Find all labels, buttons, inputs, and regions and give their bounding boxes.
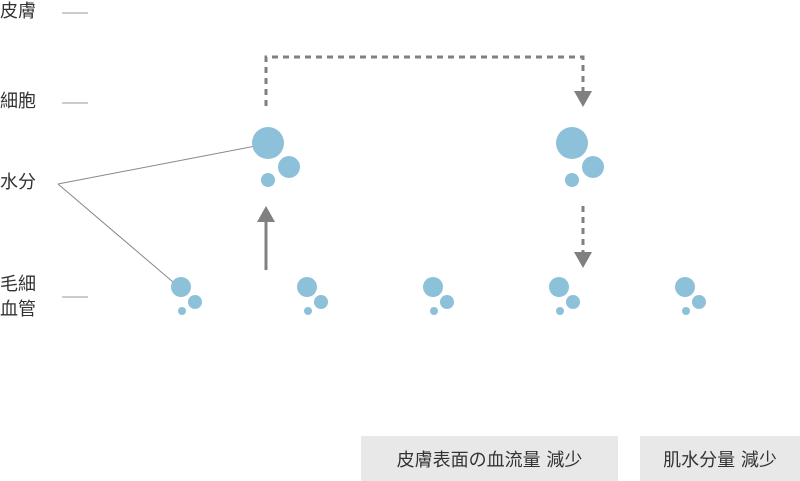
- droplet: [565, 173, 579, 187]
- arrow-up-solid: [257, 206, 275, 270]
- capillary-droplets-4: [549, 277, 580, 315]
- droplet: [304, 307, 312, 315]
- droplet: [582, 156, 604, 178]
- droplet: [278, 156, 300, 178]
- capillary-droplets-5: [675, 277, 706, 315]
- droplet: [556, 127, 588, 159]
- caption-skin-water-text: 肌水分量 減少: [663, 449, 777, 471]
- label-cell: 細胞: [0, 91, 36, 112]
- water-leader-to-capillary: [57, 183, 181, 289]
- capillary-droplets-2: [297, 277, 328, 315]
- droplet: [261, 173, 275, 187]
- label-water: 水分: [0, 172, 36, 193]
- caption-surface-blood-flow-text: 皮膚表面の血流量 減少: [396, 449, 583, 471]
- droplet: [178, 307, 186, 315]
- droplet: [171, 277, 191, 297]
- droplet: [423, 277, 443, 297]
- droplet: [682, 307, 690, 315]
- cell-droplets-left: [252, 127, 300, 187]
- capillary-droplets-1: [171, 277, 202, 315]
- caption-surface-blood-flow: 皮膚表面の血流量 減少: [361, 436, 618, 481]
- arrow-dashed-path: [264, 55, 592, 107]
- capillary-droplets-3: [423, 277, 454, 315]
- caption-skin-water: 肌水分量 減少: [640, 436, 800, 481]
- droplet: [549, 277, 569, 297]
- label-capillary-line2: 血管: [0, 299, 36, 320]
- droplet: [692, 295, 706, 309]
- droplet: [188, 295, 202, 309]
- droplet: [675, 277, 695, 297]
- water-leader-to-cell: [57, 143, 267, 185]
- droplet: [556, 307, 564, 315]
- droplet: [297, 277, 317, 297]
- droplet: [252, 127, 284, 159]
- droplet: [314, 295, 328, 309]
- cell-droplets-right: [556, 127, 604, 187]
- label-capillary-line1: 毛細: [0, 274, 36, 295]
- droplet: [440, 295, 454, 309]
- arrow-dashed-down: [574, 206, 592, 268]
- label-skin: 皮膚: [0, 1, 36, 22]
- droplet: [566, 295, 580, 309]
- droplet: [430, 307, 438, 315]
- label-capillary: 毛細 血管: [0, 272, 36, 322]
